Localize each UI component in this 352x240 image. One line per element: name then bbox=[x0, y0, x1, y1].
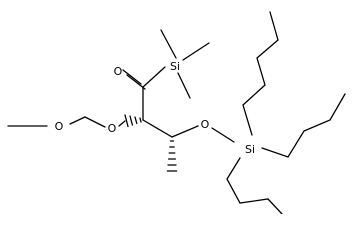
bond-ch2-o bbox=[69, 116, 86, 125]
bond-si-me2 bbox=[182, 42, 210, 61]
molecule-diagram: O Si O O O Si bbox=[7, 11, 346, 214]
atom-ether-oxygen-mom: O bbox=[108, 122, 117, 135]
bond-layer bbox=[7, 11, 346, 214]
bond-c1-o-double-a bbox=[122, 69, 142, 85]
atom-ether-oxygen-silyl: O bbox=[201, 118, 210, 131]
bond-si-me1 bbox=[160, 29, 177, 59]
bond-c1-o-double-b bbox=[126, 74, 146, 90]
stereo-hash-c3-methyl bbox=[166, 140, 178, 172]
butyl-chain-right bbox=[261, 93, 346, 158]
atom-ether-oxygen-methoxy: O bbox=[55, 120, 64, 133]
bond-c1-si bbox=[142, 66, 166, 88]
atom-silicon-top: Si bbox=[170, 60, 180, 73]
atom-carbonyl-oxygen: O bbox=[114, 65, 123, 78]
atom-labels: O Si O O O Si bbox=[55, 60, 255, 156]
bond-si-me3 bbox=[177, 72, 191, 99]
bond-c2-c3 bbox=[142, 119, 173, 138]
stereo-hash-c2-o bbox=[124, 114, 142, 128]
bond-o-ch2 bbox=[84, 116, 106, 128]
butyl-chain-up bbox=[242, 11, 279, 136]
bond-c2-o-link bbox=[118, 120, 126, 127]
bond-o-si-bottom bbox=[211, 127, 235, 143]
butyl-chain-down bbox=[226, 157, 283, 214]
atom-silicon-bottom: Si bbox=[245, 143, 255, 156]
bond-c3-o bbox=[171, 125, 199, 138]
